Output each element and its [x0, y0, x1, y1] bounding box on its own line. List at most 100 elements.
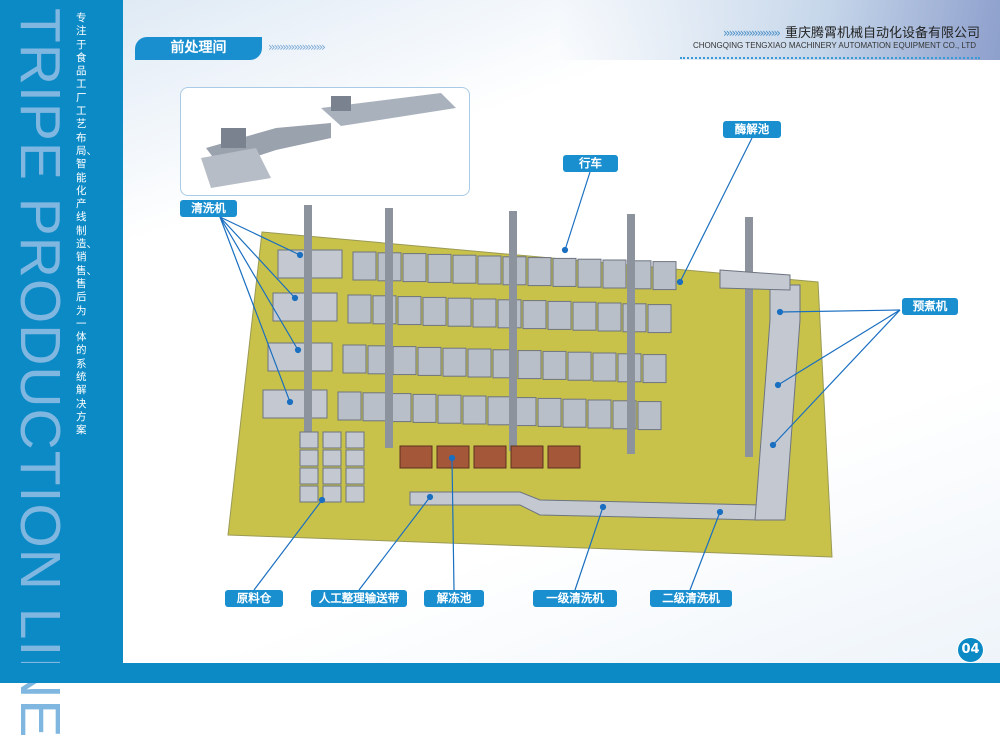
tank — [537, 397, 562, 427]
company-name: ››››››››››››››››››››重庆腾霄机械自动化设备有限公司 — [723, 26, 980, 41]
tank — [392, 346, 417, 376]
raw-bin — [345, 467, 365, 485]
dotted-divider — [680, 57, 980, 59]
raw-bin — [322, 467, 342, 485]
leader-line — [219, 216, 299, 351]
tank — [652, 261, 677, 291]
leader-dot — [776, 308, 784, 316]
tank — [562, 398, 587, 428]
tank — [467, 348, 492, 378]
tank — [447, 297, 472, 327]
raw-bin — [345, 431, 365, 449]
tank — [397, 296, 422, 326]
tank — [422, 296, 447, 326]
3d-overview-image — [180, 87, 470, 196]
label-thaw-tank: 解冻池 — [424, 590, 484, 607]
section-title: 前处理间 — [135, 37, 262, 60]
label-raw-bin: 原料仓 — [225, 590, 283, 607]
tank — [402, 253, 427, 283]
leader-dot — [286, 398, 294, 406]
leader-dot — [426, 493, 434, 501]
tank — [552, 257, 577, 287]
tank — [527, 257, 552, 287]
crane-column — [745, 217, 753, 457]
tank — [542, 350, 567, 380]
leader-line — [564, 171, 591, 251]
tank — [437, 394, 462, 424]
tank — [642, 354, 667, 384]
tank — [572, 301, 597, 331]
leader-dot — [291, 294, 299, 302]
tank — [337, 391, 362, 421]
bottom-bar — [0, 663, 1000, 683]
label-enzyme-tank: 酶解池 — [723, 121, 781, 138]
header-band — [560, 0, 1000, 60]
leader-dot — [294, 346, 302, 354]
leader-line — [779, 309, 901, 313]
tank — [452, 254, 477, 284]
tank — [577, 258, 602, 288]
raw-bin — [299, 449, 319, 467]
label-washer: 清洗机 — [180, 200, 237, 217]
chevron-decoration: ›››››››››››››››››››› — [723, 26, 781, 40]
page-number: 04 — [957, 637, 984, 663]
sidebar: TRIPE PRODUCTION LINE 专注于食品工厂工艺布局、智能化产线制… — [0, 0, 123, 738]
leader-dot — [318, 496, 326, 504]
leader-line — [574, 506, 604, 591]
label-crane: 行车 — [563, 155, 618, 172]
tank — [427, 253, 452, 283]
leader-dot — [296, 251, 304, 259]
tank — [587, 399, 612, 429]
leader-dot — [716, 508, 724, 516]
tank — [412, 393, 437, 423]
tank — [487, 396, 512, 426]
layout-diagram — [219, 137, 901, 591]
washer-machine — [267, 342, 333, 372]
label-primary-washer: 一级清洗机 — [533, 590, 617, 607]
crane-column — [509, 211, 517, 451]
tank — [462, 395, 487, 425]
label-secondary-washer: 二级清洗机 — [650, 590, 732, 607]
tank — [352, 251, 377, 281]
chevron-decoration: ›››››››››››››››››››› — [268, 40, 326, 54]
raw-bin — [299, 431, 319, 449]
crane-column — [304, 205, 312, 445]
tank — [362, 392, 387, 422]
company-name-en: CHONGQING TENGXIAO MACHINERY AUTOMATION … — [693, 41, 976, 50]
tank — [597, 302, 622, 332]
thaw-tank — [547, 445, 581, 469]
leader-line — [219, 216, 301, 256]
raw-bin — [345, 449, 365, 467]
washer-machine — [262, 389, 328, 419]
leader-line — [358, 496, 431, 591]
tank — [347, 294, 372, 324]
tank — [522, 300, 547, 330]
leader-dot — [774, 381, 782, 389]
leader-line — [689, 511, 721, 591]
tank — [417, 346, 442, 376]
leader-line — [219, 216, 291, 403]
thaw-tank — [473, 445, 507, 469]
leader-dot — [561, 246, 569, 254]
label-sorting-conveyor: 人工整理输送带 — [311, 590, 407, 607]
raw-bin — [299, 485, 319, 503]
tank — [547, 300, 572, 330]
crane-column — [627, 214, 635, 454]
tank — [517, 350, 542, 380]
tank — [442, 347, 467, 377]
crane-column — [385, 208, 393, 448]
tank — [637, 401, 662, 431]
leader-dot — [676, 278, 684, 286]
tank — [602, 259, 627, 289]
tank — [472, 298, 497, 328]
leader-line — [451, 457, 455, 591]
raw-bin — [322, 485, 342, 503]
leader-dot — [769, 441, 777, 449]
precooker-top — [719, 269, 791, 291]
raw-bin — [299, 467, 319, 485]
leader-line — [679, 137, 753, 283]
precooker — [754, 284, 801, 521]
raw-bin — [345, 485, 365, 503]
raw-bin — [322, 449, 342, 467]
thaw-tank — [399, 445, 433, 469]
